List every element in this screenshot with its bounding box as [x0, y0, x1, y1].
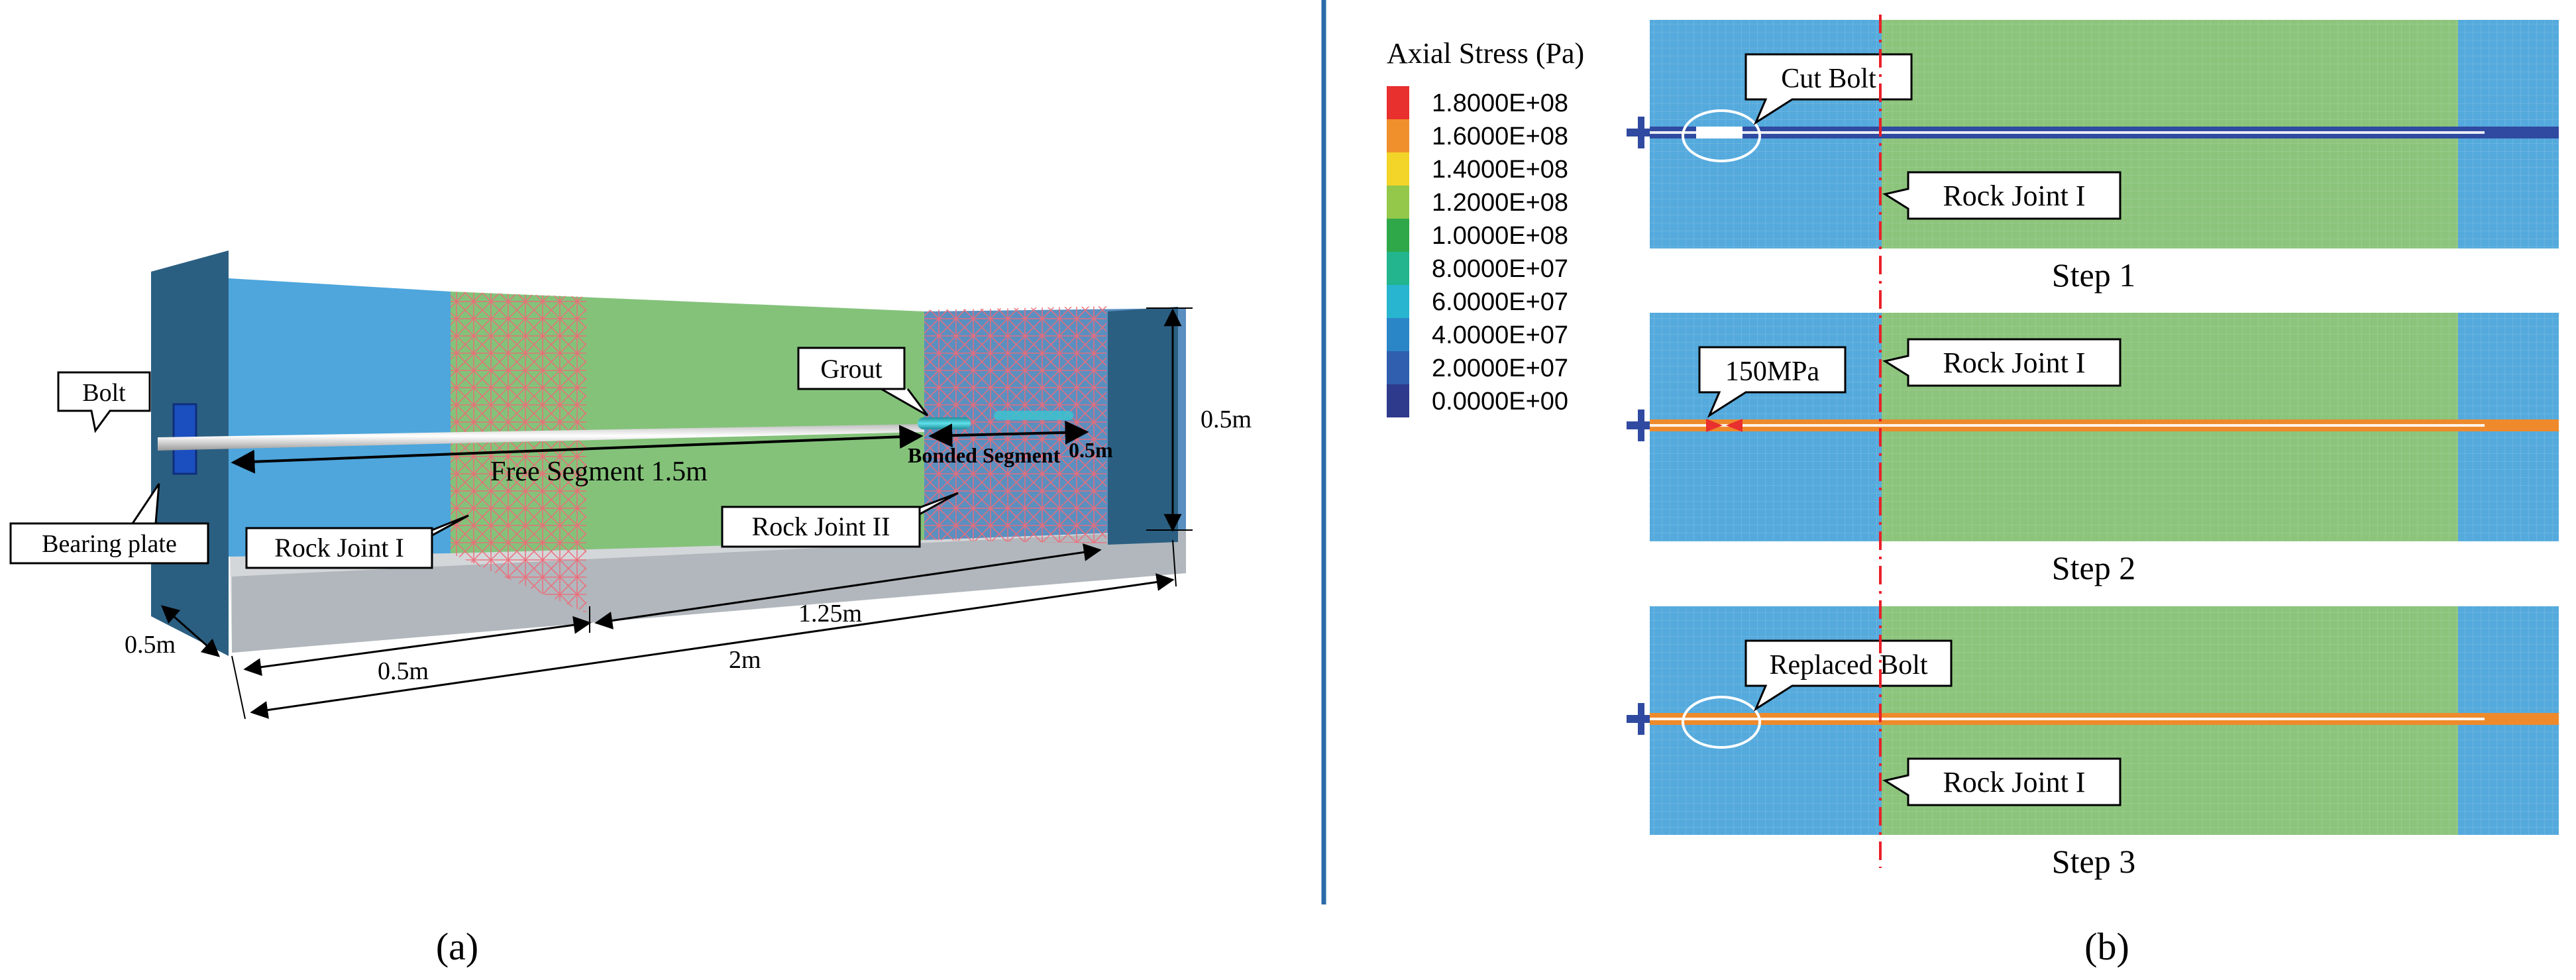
callout-label: Cut Bolt: [1781, 64, 1876, 94]
step-name: Step 1: [2052, 256, 2135, 294]
highlight-ellipse: [1682, 696, 1761, 749]
panel-b: Axial Stress (Pa) 1.8000E+081.6000E+081.…: [1387, 15, 2559, 968]
callout-rock-joint-1-box: [245, 514, 469, 569]
step-name: Step 3: [2052, 843, 2135, 880]
joint-callout-box: [1882, 171, 2121, 220]
callout-rock-joint-2-box: [721, 492, 959, 548]
callout-box: [1744, 53, 1913, 125]
cut-gap: [1696, 127, 1743, 138]
label-free-segment: Free Segment 1.5m: [490, 457, 708, 487]
legend-label: 1.0000E+08: [1432, 222, 1568, 250]
legend: 1.8000E+08 1.6000E+08 1.4000E+08 1.2000E+08…: [1387, 86, 1568, 417]
highlight-ellipse: [1682, 109, 1761, 162]
legend-swatch: [1387, 285, 1409, 318]
callout-box: [1698, 346, 1847, 418]
joint-label: Rock Joint I: [1943, 766, 2085, 798]
step-model-2: 150MPa Rock Joint I Step 2: [1627, 313, 2559, 586]
grout-tail: [994, 411, 1073, 420]
legend-swatch: [1387, 252, 1409, 285]
legend-label: 1.8000E+08: [1432, 89, 1568, 117]
label-bearing-plate: Bearing plate: [42, 530, 177, 558]
legend-label: 1.2000E+08: [1432, 189, 1568, 217]
legend-title: Axial Stress (Pa): [1387, 37, 1584, 70]
legend-label: 8.0000E+07: [1432, 255, 1568, 283]
legend-label: 1.4000E+08: [1432, 156, 1568, 184]
legend-swatch: [1387, 119, 1409, 152]
label-joint-to-end: 1.25m: [798, 600, 862, 627]
callout-bearing-plate-box: [9, 483, 209, 565]
label-bolt: Bolt: [82, 379, 126, 407]
label-rock-joint-2: Rock Joint II: [752, 512, 890, 541]
joint-label: Rock Joint I: [1943, 180, 2085, 212]
label-bonded-length: 0.5m: [1069, 438, 1113, 462]
bolt-highlight: [1650, 718, 2485, 720]
legend-label: 0.0000E+00: [1432, 388, 1568, 415]
joint-label: Rock Joint I: [1943, 347, 2085, 379]
legend-label: 1.6000E+08: [1432, 123, 1568, 150]
label-joint-distance: 0.5m: [378, 657, 429, 685]
legend-swatch: [1387, 318, 1409, 351]
legend-label: 4.0000E+07: [1432, 321, 1568, 349]
callout-grout-box: [797, 347, 929, 417]
callout-box: [1744, 639, 1953, 712]
legend-swatch: [1387, 152, 1409, 186]
legend-swatch: [1387, 351, 1409, 384]
dim-free-segment: [231, 425, 924, 474]
legend-swatch: [1387, 86, 1409, 119]
label-bonded-segment: Bonded Segment: [908, 443, 1061, 467]
dim-bonded-segment: [928, 420, 1089, 448]
legend-swatch: [1387, 384, 1409, 417]
callout-label: Replaced Bolt: [1769, 650, 1927, 681]
legend-swatch: [1387, 186, 1409, 219]
label-total-length: 2m: [729, 646, 761, 674]
end-plate-right: [1108, 307, 1178, 545]
caption-b: (b): [2084, 925, 2129, 968]
dim-total-length: [250, 573, 1175, 719]
label-width: 0.5m: [125, 631, 176, 659]
bolt-highlight: [1650, 131, 2485, 134]
bolt-highlight: [1650, 424, 2485, 427]
callout-label: 150MPa: [1725, 356, 1820, 387]
grout-body: [918, 417, 971, 429]
stress-marker: [1706, 419, 1723, 432]
stress-marker: [1726, 419, 1743, 432]
step-name: Step 2: [2052, 549, 2135, 586]
label-height: 0.5m: [1201, 406, 1252, 433]
joint-callout-box: [1882, 338, 2121, 387]
legend-swatch: [1387, 219, 1409, 252]
callout-bolt-box: [57, 371, 151, 433]
dim-width: [160, 605, 221, 657]
label-rock-joint-1: Rock Joint I: [274, 533, 404, 563]
zone-blue-left: [229, 278, 451, 557]
legend-label: 6.0000E+07: [1432, 288, 1568, 316]
joint-callout-box: [1882, 757, 2121, 806]
label-grout: Grout: [820, 354, 882, 384]
legend-label: 2.0000E+07: [1432, 354, 1568, 382]
caption-a: (a): [436, 925, 478, 968]
panel-a: Bolt Bearing plate Rock Joint I Rock Joi…: [9, 250, 1252, 968]
